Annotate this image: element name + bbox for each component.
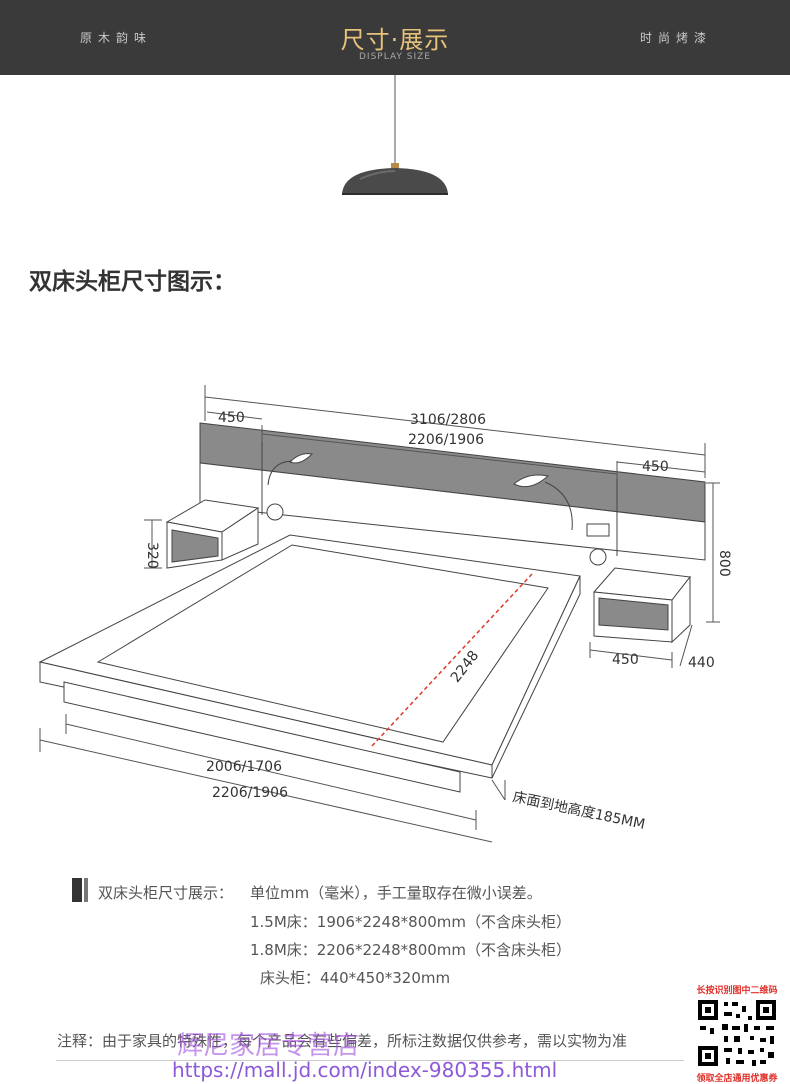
headboard-lower-panel [199,462,706,561]
dim-frame-width-label: 2006/1706 [206,759,282,775]
disclaimer-text: 注释：由于家具的特殊性，每个产品会有些偏差，所标注数据仅供参考，需以实物为准 [57,1032,628,1050]
dim-cabinet-depth-label: 440 [688,655,715,671]
dim-outer-width-label: 2206/1906 [212,785,288,801]
section-title: 双床头柜尺寸图示： [29,269,236,295]
notes-label: 双床头柜尺寸展示： [98,884,234,902]
notes-nightstand: 床头柜：440*450*320mm [260,969,451,987]
footer-divider [56,1060,696,1061]
qr-top-text: 长按识别图中二维码 [696,986,778,996]
dim-floor-height-label: 床面到地高度185MM [511,788,646,833]
pendant-lamp-image [342,75,448,195]
notes-bed-15: 1.5M床：1906*2248*800mm（不含床头柜） [250,913,571,931]
page-subtitle: DISPLAY SIZE [359,52,431,62]
dim-total-width-label: 3106/2806 [410,412,486,428]
qr-code-icon [694,996,780,1070]
left-tagline: 原木韵味 [80,31,153,45]
page-title: 尺寸·展示 [340,26,450,54]
coupon-qr-panel[interactable]: 长按识别图中二维码 领取全店通用优惠券 [684,983,790,1084]
dim-headboard-width-label: 2206/1906 [408,432,484,448]
shop-watermark: 辉尼家居专营店 [177,1031,360,1061]
right-tagline: 时尚烤漆 [640,31,713,45]
bed-dimension-drawing: 450 3106/2806 2206/1906 450 320 800 450 … [38,385,732,843]
dim-cabinet-height-label: 320 [144,542,160,569]
dim-cabinet-width-label: 450 [612,652,639,668]
dim-right-cabinet-label: 450 [642,459,669,475]
qr-bottom-text: 领取全店通用优惠券 [696,1074,778,1084]
dim-height-label: 800 [716,550,732,577]
notes-marker [72,878,82,902]
bed-base [63,681,461,793]
dim-left-cabinet-label: 450 [218,410,245,426]
notes-bed-18: 1.8M床：2206*2248*800mm（不含床头柜） [250,941,571,959]
header-bar: 原木韵味 尺寸·展示 DISPLAY SIZE 时尚烤漆 [0,0,790,75]
notes-unit: 单位mm（毫米），手工量取存在微小误差。 [250,884,542,902]
shop-url-link[interactable]: https://mall.jd.com/index-980355.html [172,1058,558,1082]
